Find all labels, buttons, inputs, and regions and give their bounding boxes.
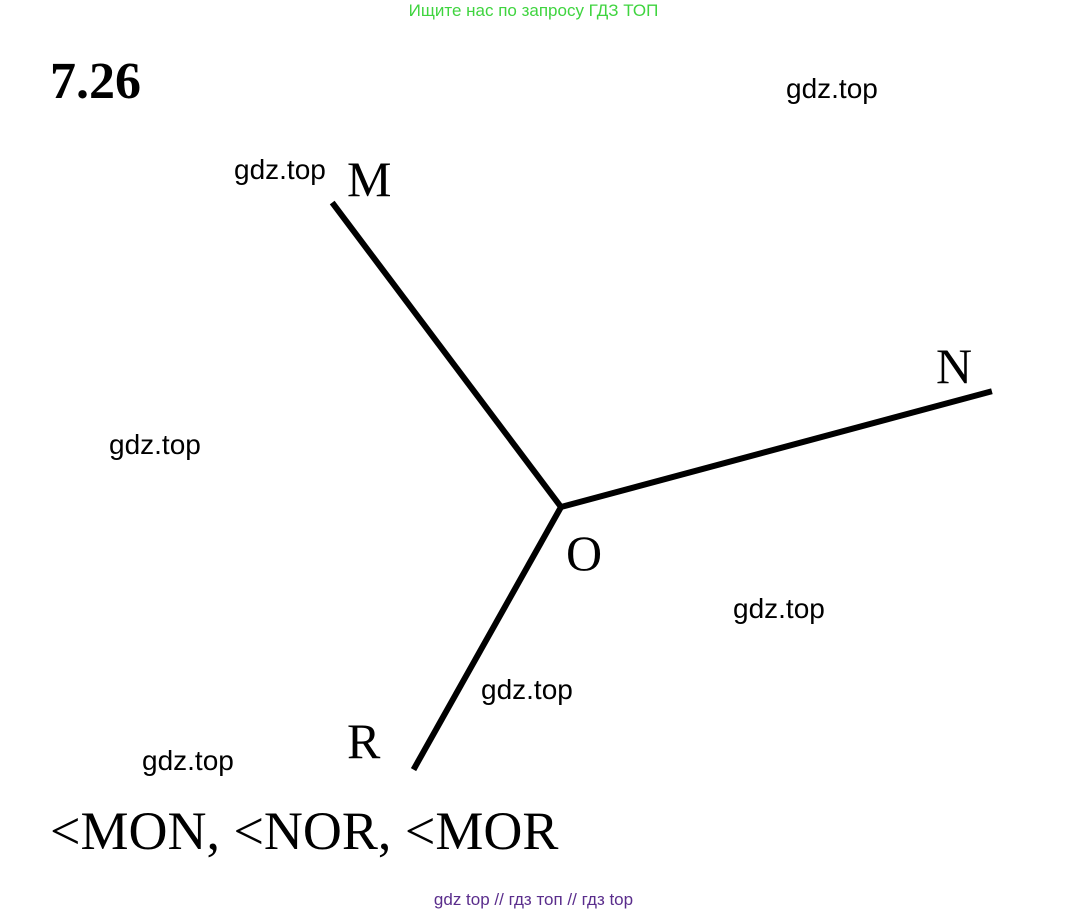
watermark-top-right: gdz.top — [786, 73, 878, 104]
watermark-bottom-left: gdz.top — [142, 745, 234, 776]
problem-number: 7.26 — [50, 53, 141, 110]
watermark-near-m: gdz.top — [234, 154, 326, 185]
answer-text: <MON, <NOR, <MOR — [50, 801, 559, 861]
ray-om — [329, 200, 566, 512]
watermark-center-bottom: gdz.top — [481, 674, 573, 705]
point-label-o: O — [566, 525, 602, 581]
ray-or — [410, 502, 566, 772]
header-note: Ищите нас по запросу ГДЗ ТОП — [408, 1, 659, 20]
watermark-right-middle: gdz.top — [733, 593, 825, 624]
point-label-m: M — [347, 151, 391, 207]
watermark-left: gdz.top — [109, 429, 201, 460]
point-label-r: R — [347, 713, 381, 769]
point-label-n: N — [936, 338, 972, 394]
footer-note: gdz top // гдз топ // гдз top — [433, 890, 634, 909]
ray-on — [557, 388, 993, 511]
